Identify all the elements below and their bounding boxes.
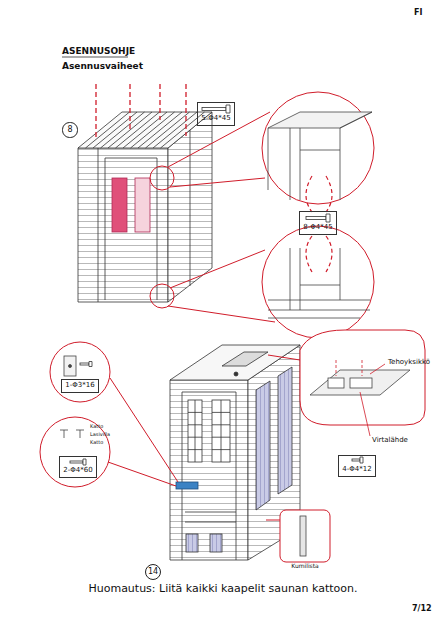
note-caption: Huomautus: Liitä kaikki kaapelit saunan … [88,583,357,596]
screw-spec: 1-Φ3*16 [65,381,94,389]
section-heading: Asennusvaiheet [62,61,143,71]
title-underline [62,57,128,58]
detail-callouts-top [150,92,374,338]
screw-spec: 2-Φ4*60 [63,466,92,474]
sauna-cabin-top [78,112,212,302]
left-details [60,356,84,438]
page-number: 7/12 [412,604,432,613]
screw-spec-box: 1-Φ3*16 [61,379,98,392]
detail-callouts-bottom [40,330,425,562]
part-name: Virtalähde [372,436,408,444]
corner-detail [268,112,372,318]
layer-name: Lasivilla [90,432,110,438]
callout-number: 14 [145,564,161,580]
screw-spec: 8-Φ4*45 [303,223,332,231]
callout-number: 8 [62,122,77,137]
screw-icons [70,105,363,465]
part-name: Tehoyksikkö [388,358,430,366]
screw-spec-box: 8-Φ4*45 [299,211,336,234]
power-unit [310,360,410,436]
screw-spec: 5-Φ4*45 [201,114,230,122]
screw-spec-box: 5-Φ4*45 [197,102,234,125]
screw-spec-box: 4-Φ4*12 [338,455,375,476]
callout-label: 14 [148,567,158,576]
screw-direction-lines [96,84,186,140]
layer-name: Katto [90,424,103,430]
screw-spec-box: 2-Φ4*60 [59,456,96,477]
layer-name: Katto [90,440,103,446]
rubber-strip [300,516,306,556]
language-code: FI [414,8,422,17]
part-name: Kumilista [291,563,318,570]
callout-label: 8 [67,125,72,134]
screw-spec: 4-Φ4*12 [342,465,371,473]
page-heading: ASENNUSOHJE [62,46,135,56]
